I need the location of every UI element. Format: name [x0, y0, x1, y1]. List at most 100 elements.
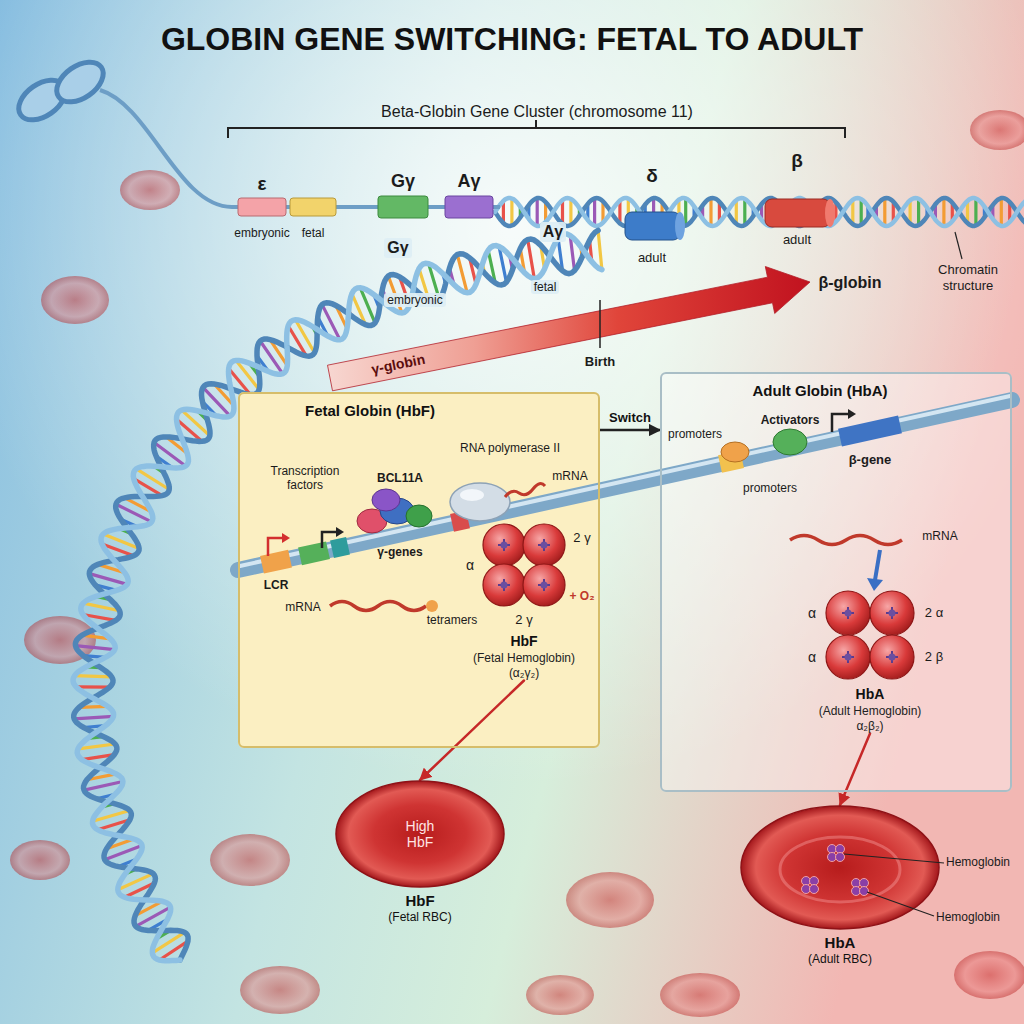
floating-red-cell — [210, 834, 290, 886]
transcription-factor — [372, 489, 400, 511]
hemoglobin-subunit — [538, 579, 550, 591]
rna-polymerase — [460, 489, 484, 501]
hemoglobin-subunit — [845, 610, 852, 617]
dna-helix — [495, 198, 1024, 226]
hemoglobin-subunit — [889, 654, 896, 661]
gene-name: β — [791, 150, 803, 173]
floating-red-cell — [10, 840, 70, 880]
hemoglobin-tetramer: HbA(Adult Hemoglobin)α₂β₂) — [795, 590, 945, 734]
translation-arrow — [875, 550, 880, 580]
molecule-name: HbF — [510, 633, 537, 651]
gene-name: Gγ — [384, 238, 411, 257]
edge-label: Switch — [609, 410, 651, 426]
molecule-note: (Adult Hemoglobin) — [819, 704, 922, 719]
leader-line — [867, 892, 934, 916]
dna-helix — [73, 198, 1024, 961]
cluster-label: Beta-Globin Gene Cluster (chromosome 11) — [381, 102, 693, 121]
floating-red-cell — [954, 951, 1024, 999]
base-pair — [917, 199, 920, 225]
floating-red-cell — [660, 973, 740, 1017]
part-label: mRNA — [285, 600, 320, 614]
base-pair — [76, 646, 115, 650]
red-blood-cell: High HbFHbF(Fetal RBC) — [335, 780, 505, 888]
part-label: promoters — [743, 481, 797, 495]
mrna-strand — [330, 602, 426, 611]
chromatin-fiber — [238, 396, 1012, 570]
mrna-strand — [330, 484, 902, 612]
hemoglobin-molecule — [836, 853, 845, 862]
gene-name: Aγ — [540, 222, 566, 241]
chromatin-fiber — [262, 559, 290, 565]
red-blood-cell-shape — [740, 805, 940, 930]
base-pair — [974, 199, 977, 226]
part-label: mRNA — [922, 529, 957, 543]
cell-content: High HbF — [397, 818, 443, 850]
mrna-strand — [426, 600, 438, 612]
base-pair — [536, 198, 539, 226]
base-pair — [75, 676, 112, 677]
floating-red-cell — [10, 110, 1024, 1017]
floating-red-cell — [566, 872, 654, 928]
floating-red-cell — [41, 276, 109, 324]
cell-note: (Fetal RBC) — [335, 910, 505, 924]
hemoglobin-subunit — [842, 651, 854, 663]
mrna-strand — [505, 484, 545, 497]
leader-line — [955, 232, 962, 259]
cluster-bracket — [228, 120, 845, 138]
stage-label: fetal — [531, 280, 560, 294]
promoter-arrow — [832, 414, 848, 432]
arrow-connector — [840, 734, 870, 806]
translation-arrow — [867, 550, 883, 591]
stage-label: embryonic — [384, 293, 445, 307]
gene-segment — [378, 196, 428, 218]
floating-red-cell — [120, 170, 180, 210]
part-label: Activators — [761, 413, 820, 427]
subunit-label: 2 α — [925, 605, 943, 621]
molecule-note: (Fetal Hemoglobin) — [473, 651, 575, 666]
gene-segment — [765, 199, 830, 227]
hemoglobin-subunit — [541, 582, 548, 589]
promoter-arrow — [336, 527, 344, 537]
panel-title: Fetal Globin (HbF) — [305, 402, 435, 420]
arrow-label: β-globin — [818, 273, 881, 292]
diagram-title: GLOBIN GENE SWITCHING: FETAL TO ADULT — [0, 20, 1024, 58]
chromatin-fiber — [332, 546, 348, 550]
base-pair — [510, 199, 513, 226]
callout-label: Hemoglobin — [936, 910, 1000, 924]
dna-helix — [495, 198, 1024, 226]
molecule-note: (α₂γ₂) — [509, 666, 539, 681]
hemoglobin-subunit — [523, 524, 565, 566]
transcription-factor — [773, 429, 807, 455]
part-label: RNA polymerase II — [460, 441, 560, 455]
hemoglobin-subunit — [889, 610, 896, 617]
gene-name: δ — [646, 165, 658, 188]
base-pair — [942, 198, 945, 226]
hemoglobin-subunit — [826, 591, 870, 635]
part-label: tetramers — [427, 613, 478, 627]
hemoglobin-subunit — [870, 591, 914, 635]
gene-segment — [625, 212, 680, 240]
hemoglobin-subunit — [845, 654, 852, 661]
hemoglobin-subunit — [886, 651, 898, 663]
oxygen-label: + O₂ — [569, 589, 594, 603]
part-label: γ-genes — [377, 545, 422, 559]
gene-segment — [290, 198, 336, 216]
floating-red-cell — [526, 975, 594, 1015]
molecule-name: HbA — [856, 686, 885, 704]
gene-segment — [238, 198, 286, 216]
leader-line — [844, 854, 944, 863]
subunit-label: α — [808, 649, 816, 666]
chromatin-fiber — [840, 424, 900, 437]
base-pair — [860, 199, 863, 225]
chromatin-fiber — [238, 400, 1012, 570]
part-label: BCL11A — [377, 471, 423, 485]
part-label: promoters — [668, 427, 722, 441]
cell-name: HbA — [740, 934, 940, 952]
hemoglobin-subunit — [483, 524, 525, 566]
promoter-arrow — [322, 532, 336, 548]
floating-red-cell — [970, 110, 1024, 150]
arrow-connector — [420, 681, 524, 781]
hemoglobin-subunit — [483, 564, 525, 606]
